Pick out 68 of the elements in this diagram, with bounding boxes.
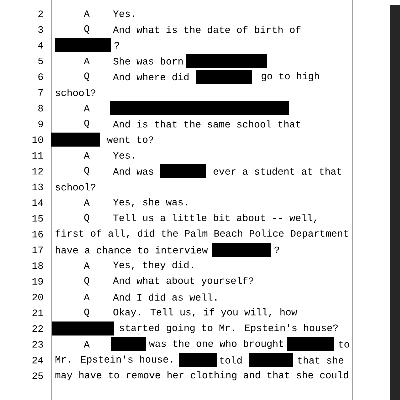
line-number: 24 <box>32 357 44 364</box>
speaker-mark: A <box>84 262 90 270</box>
transcript-text: to <box>339 341 350 348</box>
transcript-text: And I did as well. <box>113 294 217 301</box>
line-number: 16 <box>32 231 44 238</box>
transcript-text: have a chance to interview <box>56 246 208 254</box>
speaker-mark: Q <box>84 120 90 128</box>
speaker-mark: A <box>84 10 90 18</box>
transcript-text: And what about yourself? <box>113 277 254 286</box>
line-number: 25 <box>32 372 44 380</box>
transcript-text: that she <box>298 356 344 364</box>
line-number: 14 <box>32 200 44 206</box>
transcript-text: school? <box>56 184 96 191</box>
line-number: 4 <box>38 42 44 49</box>
speaker-mark: A <box>84 58 90 64</box>
speaker-mark: A <box>84 341 90 348</box>
transcript-text: Mr. Epstein's house. <box>56 356 172 365</box>
line-number: 21 <box>32 310 44 316</box>
line-number: 10 <box>32 136 44 144</box>
line-number: 22 <box>32 326 44 332</box>
speaker-mark: Q <box>84 308 90 318</box>
transcript-text: started going to Mr. Epstein's house? <box>120 324 338 334</box>
transcript-text: Yes. <box>113 152 134 159</box>
line-number: 18 <box>32 262 44 270</box>
transcript-text: may have to remove her clothing and that she could <box>56 371 348 381</box>
transcript-text: Okay. Tell us, if you will, how <box>114 308 298 318</box>
transcript-text: And what is the date of birth of <box>113 26 301 34</box>
transcript-text: told <box>220 356 242 364</box>
line-number: 17 <box>32 246 44 254</box>
speaker-mark: Q <box>84 214 90 223</box>
transcript-text: was the one who brought <box>149 340 284 350</box>
speaker-mark: Q <box>84 72 90 82</box>
line-number: 7 <box>38 89 44 96</box>
transcript-text: And was <box>113 168 154 176</box>
transcript-text: first of all, did the Palm Beach Police Department <box>56 230 348 239</box>
transcript-text: And where did <box>113 73 189 81</box>
transcript-text: And is that the same school that <box>113 120 300 128</box>
transcript-text: Yes, she was. <box>113 198 188 208</box>
line-number: 12 <box>32 168 44 175</box>
speaker-mark: Q <box>84 167 90 176</box>
transcript-text: Tell us a little bit about -- well, <box>114 214 316 224</box>
speaker-mark: Q <box>84 277 90 286</box>
transcript-text: went to? <box>107 136 154 144</box>
transcript-text: ? <box>114 42 120 49</box>
line-number: 11 <box>32 152 44 159</box>
line-number: 13 <box>32 184 44 190</box>
line-number: 23 <box>32 341 44 348</box>
line-number: 5 <box>38 58 44 64</box>
transcript-text: ever a student at that <box>214 168 342 176</box>
line-number: 2 <box>38 10 44 18</box>
line-number: 8 <box>38 105 44 112</box>
speaker-mark: A <box>84 294 90 301</box>
line-number: 15 <box>32 215 44 222</box>
speaker-mark: A <box>84 105 90 112</box>
line-number: 20 <box>32 294 44 301</box>
line-number: 9 <box>38 120 44 128</box>
transcript-text: Yes. <box>113 10 134 18</box>
speaker-mark: A <box>84 200 90 206</box>
transcript-text: ? <box>274 246 280 254</box>
transcript-text: school? <box>56 89 96 96</box>
transcript-text: go to high <box>262 72 320 82</box>
line-number: 19 <box>32 278 44 285</box>
transcript-text: She was born <box>114 58 183 65</box>
line-number: 3 <box>38 26 44 34</box>
line-number: 6 <box>38 74 44 80</box>
transcript-text: Yes, they did. <box>113 261 194 270</box>
speaker-mark: A <box>84 152 90 159</box>
speaker-mark: Q <box>84 26 90 34</box>
